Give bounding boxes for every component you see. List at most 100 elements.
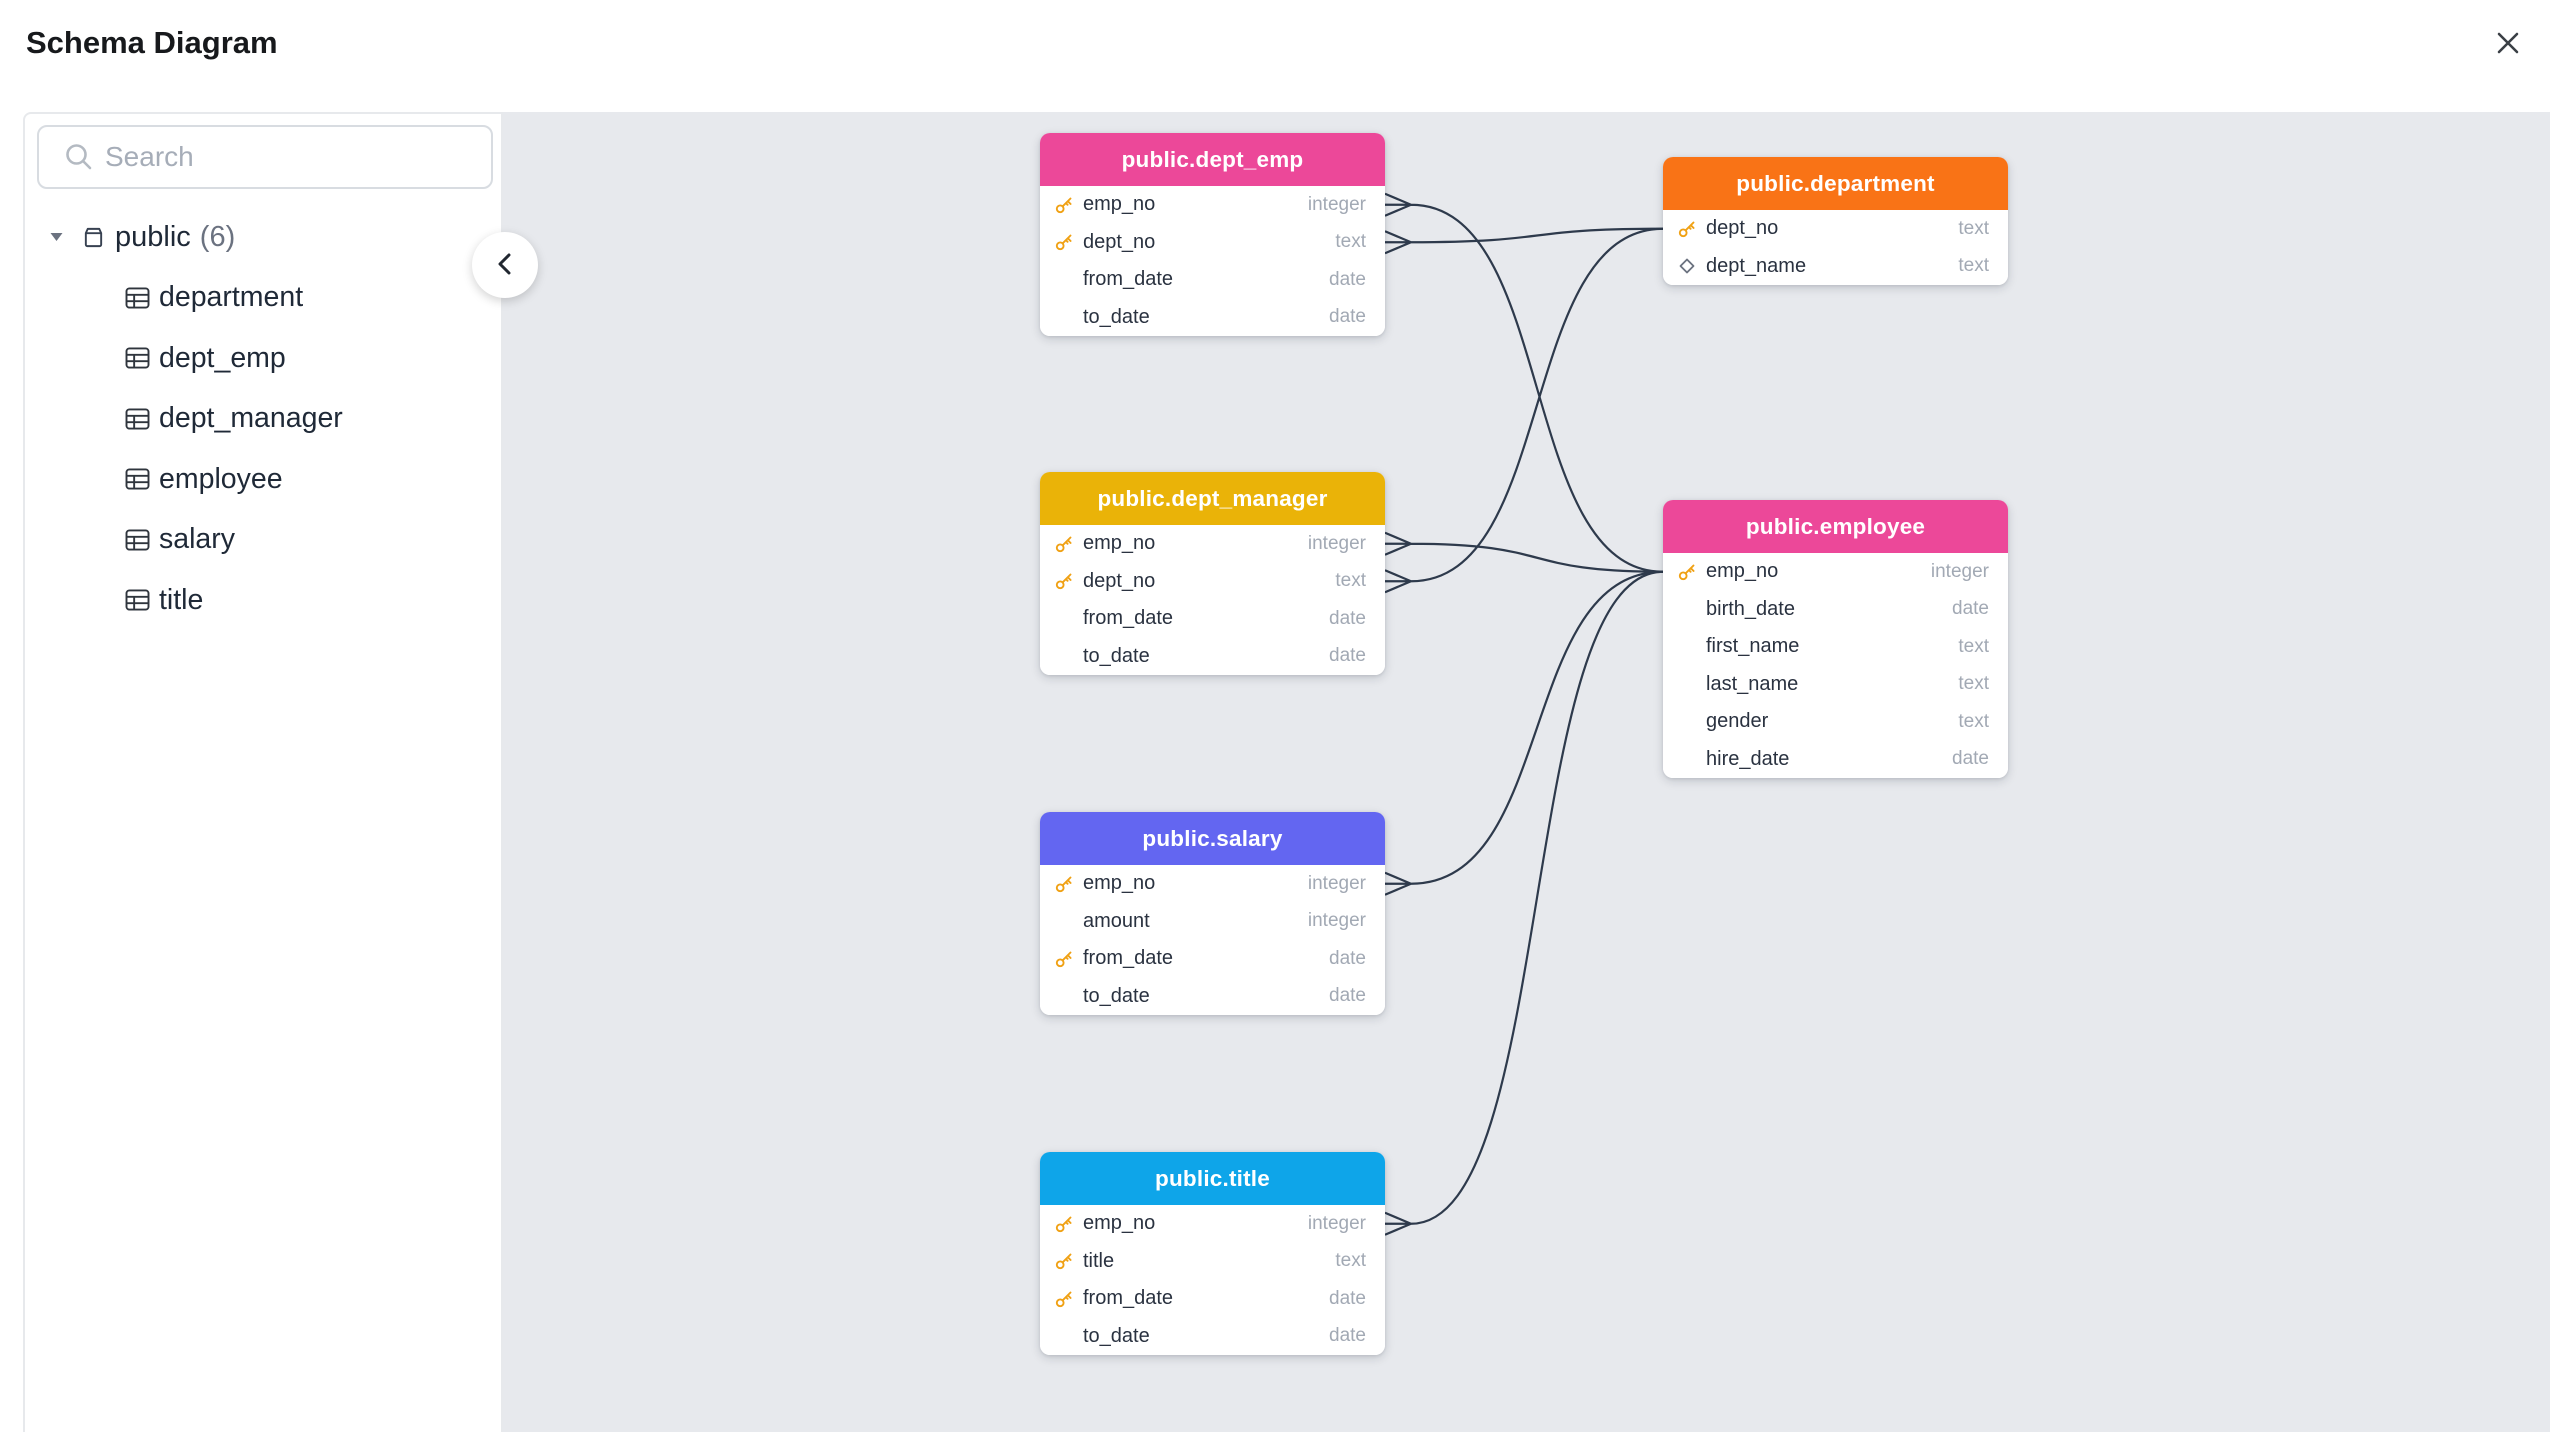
column-name: from_date xyxy=(1083,268,1174,291)
column-type: date xyxy=(1329,1287,1366,1309)
schema-table-count: (6) xyxy=(199,220,236,253)
search-input[interactable] xyxy=(37,125,493,189)
column-name: dept_name xyxy=(1706,254,1807,277)
column-type: date xyxy=(1952,748,1989,770)
sidebar-item-employee[interactable]: employee xyxy=(25,449,501,510)
column-row-from-date[interactable]: from_date date xyxy=(1040,600,1385,638)
column-type: integer xyxy=(1307,193,1366,215)
column-name: from_date xyxy=(1083,947,1174,970)
topbar: Schema Diagram xyxy=(0,0,2550,112)
column-row-dept-no[interactable]: dept_no text xyxy=(1663,210,2008,248)
column-row-to-date[interactable]: to_date date xyxy=(1040,1317,1385,1355)
node-header[interactable]: public.employee xyxy=(1663,500,2008,553)
column-name: from_date xyxy=(1083,607,1174,630)
node-header[interactable]: public.dept_emp xyxy=(1040,133,1385,186)
column-type: text xyxy=(1958,255,1989,277)
column-type: date xyxy=(1952,598,1989,620)
column-name: dept_no xyxy=(1706,217,1779,240)
table-name: title xyxy=(159,583,204,616)
node-header[interactable]: public.title xyxy=(1040,1152,1385,1205)
schema-tree: public (6) department dept_emp dept_manage… xyxy=(25,207,501,631)
schema-icon xyxy=(82,225,105,249)
primary-key-icon xyxy=(1055,573,1072,590)
sidebar-item-title[interactable]: title xyxy=(25,570,501,631)
relationship-edge-title-emp-no-to-employee-emp-no xyxy=(1384,570,1664,1236)
column-name: to_date xyxy=(1083,1324,1150,1347)
column-row-dept-no[interactable]: dept_no text xyxy=(1040,562,1385,600)
search-box xyxy=(37,125,493,189)
primary-key-icon xyxy=(1055,951,1072,967)
primary-key-icon xyxy=(1055,1216,1072,1232)
sidebar-item-department[interactable]: department xyxy=(25,268,501,329)
column-name: to_date xyxy=(1083,305,1150,328)
schema-tree-item-public[interactable]: public (6) xyxy=(25,207,501,268)
column-row-hire-date[interactable]: hire_date date xyxy=(1663,740,2008,778)
sidebar-item-salary[interactable]: salary xyxy=(25,510,501,571)
column-type: integer xyxy=(1930,560,1989,582)
chevron-left-icon xyxy=(493,250,517,281)
column-type: text xyxy=(1958,673,1989,695)
column-name: hire_date xyxy=(1706,747,1790,770)
table-icon xyxy=(125,287,150,309)
column-type: date xyxy=(1329,1325,1366,1347)
column-type: date xyxy=(1329,607,1366,629)
column-type: text xyxy=(1335,231,1366,253)
column-type: date xyxy=(1329,947,1366,969)
node-header[interactable]: public.department xyxy=(1663,157,2008,210)
close-button[interactable] xyxy=(2490,26,2526,62)
sidebar-item-dept_manager[interactable]: dept_manager xyxy=(25,389,501,450)
column-name: emp_no xyxy=(1083,1212,1156,1235)
column-type: text xyxy=(1958,710,1989,732)
relationship-edge-dept-emp-emp-no-to-employee-emp-no xyxy=(1384,192,1664,573)
column-name: dept_no xyxy=(1083,569,1156,592)
column-type: text xyxy=(1958,635,1989,657)
primary-key-icon xyxy=(1678,221,1695,237)
relationship-edge-dept-emp-dept-no-to-department-dept-no xyxy=(1384,227,1664,255)
table-name: dept_emp xyxy=(159,341,286,374)
column-type: text xyxy=(1335,570,1366,592)
column-name: to_date xyxy=(1083,984,1150,1007)
chevron-down-expander-icon[interactable] xyxy=(49,231,64,243)
column-type: text xyxy=(1958,217,1989,239)
node-header[interactable]: public.dept_manager xyxy=(1040,472,1385,525)
column-row-from-date[interactable]: from_date date xyxy=(1040,940,1385,978)
node-header[interactable]: public.salary xyxy=(1040,812,1385,865)
relationship-edge-salary-emp-no-to-employee-emp-no xyxy=(1384,570,1664,896)
table-name: dept_manager xyxy=(159,402,343,435)
column-row-dept-no[interactable]: dept_no text xyxy=(1040,223,1385,261)
table-icon xyxy=(125,589,150,611)
schema-name: public xyxy=(115,220,191,253)
sidebar-collapse-button[interactable] xyxy=(472,232,538,298)
column-row-dept-name[interactable]: dept_name text xyxy=(1663,247,2008,285)
sidebar-item-dept_emp[interactable]: dept_emp xyxy=(25,328,501,389)
column-name: title xyxy=(1083,1249,1115,1272)
column-type: integer xyxy=(1307,532,1366,554)
primary-key-icon xyxy=(1055,1253,1072,1270)
column-name: dept_no xyxy=(1083,230,1156,253)
